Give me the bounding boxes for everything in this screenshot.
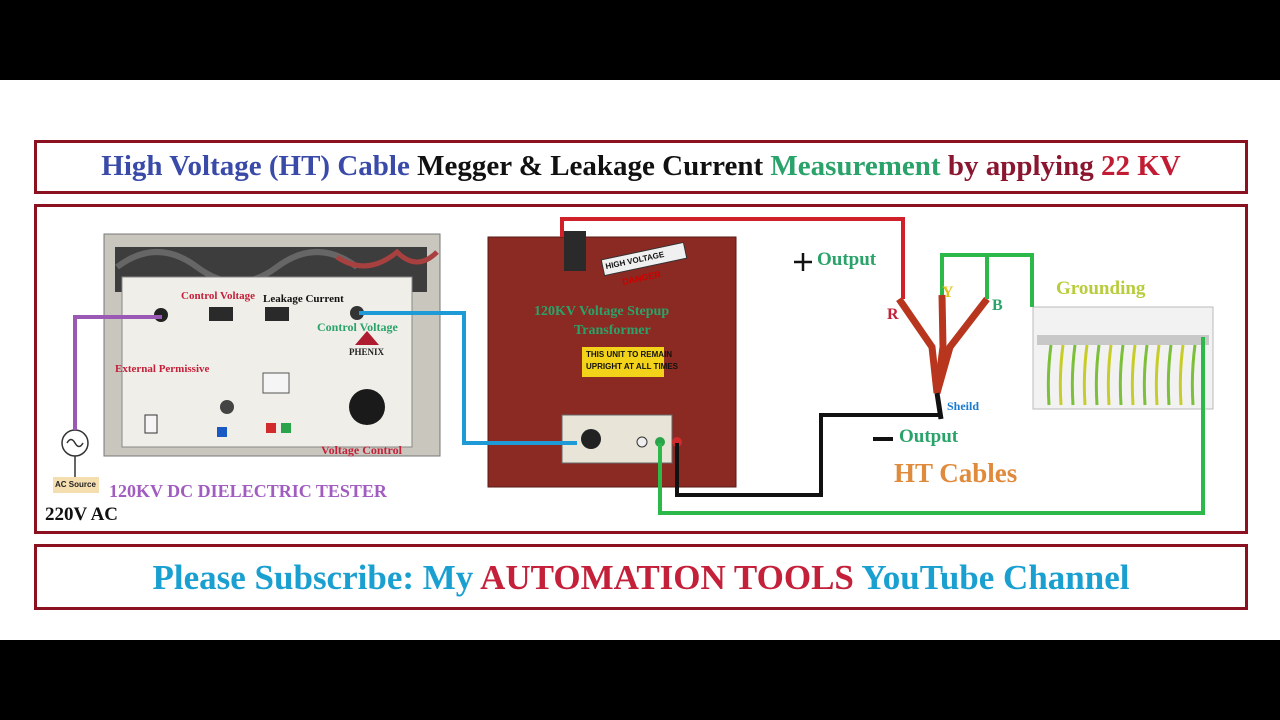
phenix-logo [355, 331, 379, 345]
control-voltage-label-2: Control Voltage [317, 320, 398, 334]
title-part-3: Measurement [770, 150, 941, 182]
supply-voltage-label: 220V AC [45, 504, 119, 525]
footer-frame: Please Subscribe: My AUTOMATION TOOLS Yo… [34, 544, 1248, 610]
diagram-svg [53, 217, 1214, 515]
ground-conductor [1094, 344, 1101, 406]
canvas: High Voltage (HT) Cable Megger & Leakage… [0, 80, 1280, 640]
phenix-brand: PHENIX [349, 347, 385, 357]
title-part-4: by applying [947, 150, 1094, 182]
black-wire [675, 413, 941, 497]
title-frame: High Voltage (HT) Cable Megger & Leakage… [34, 140, 1248, 194]
ground-conductor [1070, 344, 1077, 406]
plus-symbol [794, 253, 812, 271]
minus-output-label: Output [899, 426, 959, 447]
transformer-image [487, 231, 737, 488]
footer-part-3: YouTube Channel [861, 558, 1130, 597]
ground-conductor [1142, 344, 1149, 406]
plus-output-label: Output [817, 249, 877, 270]
phase-y-label: Y [942, 284, 954, 301]
ground-conductor [1154, 344, 1161, 406]
ground-conductor [1178, 344, 1185, 406]
red-wire [560, 217, 905, 299]
purple-wire [73, 315, 162, 430]
ground-conductor [1118, 344, 1125, 406]
grounding-bar-image [1032, 306, 1214, 410]
leakage-current-label: Leakage Current [263, 293, 344, 305]
footer-part-2: AUTOMATION TOOLS [480, 558, 854, 597]
upright-notice-1: THIS UNIT TO REMAIN [586, 350, 673, 359]
ground-conductor [1046, 344, 1053, 406]
transformer-caption-1: 120KV Voltage Stepup [534, 304, 670, 319]
control-voltage-label: Control Voltage [181, 290, 256, 302]
title-part-5: 22 KV [1100, 150, 1181, 182]
title-part-2: Megger & Leakage Current [417, 150, 764, 182]
ground-conductor [1106, 344, 1113, 406]
ac-source-label: AC Source [55, 480, 96, 489]
shield-label: Sheild [947, 399, 980, 413]
diagram-frame: Control Voltage Leakage Current Control … [34, 204, 1248, 534]
cable-termination [896, 294, 990, 420]
footer-part-1: Please Subscribe: My [152, 558, 474, 597]
page-title: High Voltage (HT) Cable Megger & Leakage… [37, 150, 1245, 183]
phase-r-label: R [887, 306, 899, 323]
phase-b-label: B [992, 297, 1003, 314]
ht-cables-caption: HT Cables [894, 458, 1018, 488]
ground-conductor [1082, 344, 1089, 406]
ground-conductor [1190, 344, 1197, 406]
voltage-control-label: Voltage Control [321, 443, 402, 457]
grounding-label: Grounding [1056, 278, 1146, 299]
ground-conductor [1166, 344, 1173, 406]
transformer-caption-2: Transformer [574, 323, 651, 338]
tester-image [103, 233, 441, 457]
green-wire [658, 337, 1205, 515]
subscribe-banner: Please Subscribe: My AUTOMATION TOOLS Yo… [37, 558, 1245, 598]
ground-conductor [1130, 344, 1137, 406]
blue-wire [359, 311, 577, 445]
title-part-1: High Voltage (HT) Cable [101, 150, 410, 182]
ac-source-symbol [53, 429, 99, 493]
tester-caption: 120KV DC DIELECTRIC TESTER [109, 481, 387, 501]
external-permissive-label: External Permissive [115, 363, 210, 375]
ground-conductor [1058, 344, 1065, 406]
upright-notice-2: UPRIGHT AT ALL TIMES [586, 362, 678, 371]
